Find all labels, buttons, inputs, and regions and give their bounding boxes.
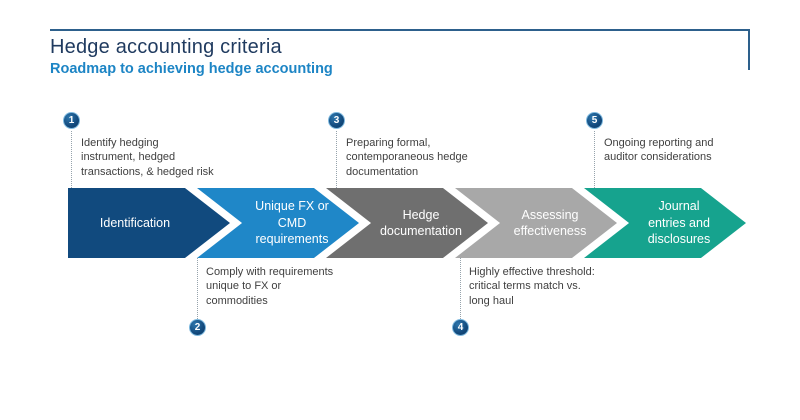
dotted-connector-2 (197, 258, 198, 319)
page-title: Hedge accounting criteria (50, 36, 282, 58)
dotted-connector-4 (460, 258, 461, 319)
page-subtitle: Roadmap to achieving hedge accounting (50, 61, 333, 77)
chevron-step-label: Hedge documentation (379, 207, 462, 239)
annotation-note-5: Ongoing reporting and auditor considerat… (604, 137, 714, 164)
chevron-step-label: Unique FX or CMD requirements (255, 199, 329, 247)
step-number-badge-4: 4 (452, 319, 469, 336)
chevron-step-label: Journal entries and disclosures (647, 199, 711, 247)
annotation-note-2: Comply with requirements unique to FX or… (206, 266, 334, 307)
header-rule (50, 29, 750, 70)
annotation-note-4: Highly effective threshold: critical ter… (469, 266, 595, 307)
step-number-badge-1: 1 (63, 112, 80, 129)
dotted-connector-1 (71, 131, 72, 188)
step-number-badge-3: 3 (328, 112, 345, 129)
annotation-note-1: Identify hedging instrument, hedged tran… (81, 137, 214, 178)
chevron-step-identification: Identification (68, 188, 230, 258)
chevron-step-label: Identification (99, 215, 171, 230)
dotted-connector-3 (336, 131, 337, 188)
step-number-badge-5: 5 (586, 112, 603, 129)
step-number-badge-2: 2 (189, 319, 206, 336)
annotation-note-3: Preparing formal, contemporaneous hedge … (346, 137, 468, 178)
dotted-connector-5 (594, 131, 595, 188)
chevron-step-label: Assessing effectiveness (513, 207, 587, 239)
